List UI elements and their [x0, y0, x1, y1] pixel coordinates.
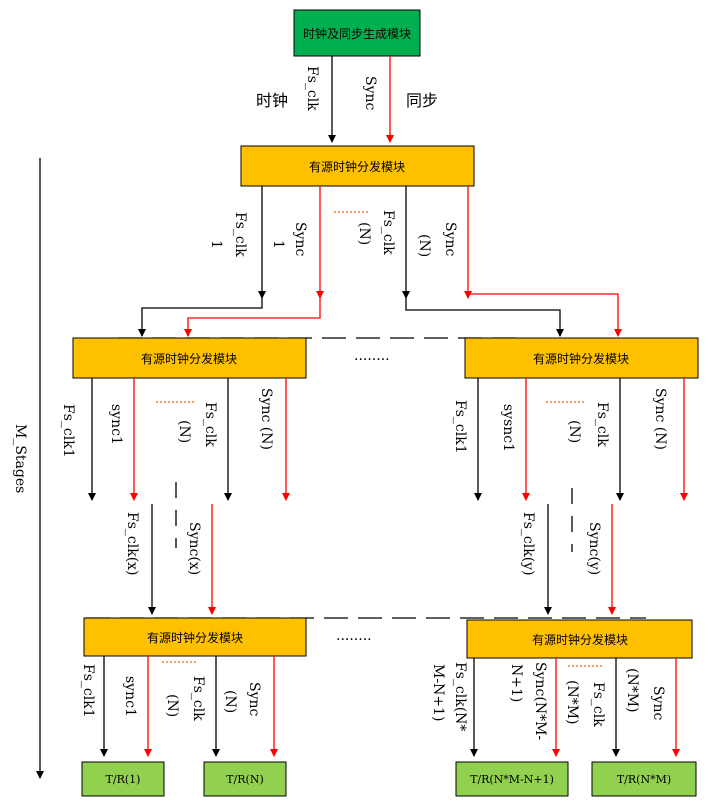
l2l-fs-clkN-index: (N) — [176, 420, 192, 443]
level3-ellipsis: ........ — [336, 628, 372, 644]
top-clock-cn-label: 时钟 — [256, 91, 288, 110]
route-clkN-to-right — [405, 298, 564, 337]
l3r-sync-label-line2: N+1) — [508, 664, 524, 702]
clock-sync-generator-label: 时钟及同步生成模块 — [303, 26, 411, 41]
l2r-fs-clk1-label: Fs_clk1 — [452, 400, 468, 454]
l3l-syncN-index: (N) — [222, 690, 238, 713]
tr-box-1 — [81, 761, 165, 797]
route-syncN-to-right — [467, 293, 622, 337]
distribution-box-level1-label: 有源时钟分发模块 — [309, 159, 405, 174]
l1-syncN-label: Sync — [442, 222, 458, 257]
route-sync1-to-left — [184, 298, 321, 337]
route-clk1-to-left — [138, 298, 263, 337]
l1-fs-clkN-label: Fs_clk — [380, 210, 396, 255]
l2l-sync1-label: sync1 — [108, 404, 124, 445]
tr-box-nm — [591, 761, 697, 797]
l1-syncN-index: (N) — [416, 234, 432, 257]
l3r-fs-clkNM-index: (N*M) — [564, 680, 580, 725]
distribution-box-level3-right — [466, 619, 693, 659]
tr-box-nm-n1-label: T/R(N*M-N+1) — [470, 773, 554, 786]
mid-right-sync-label: Sync(y) — [586, 522, 602, 575]
l1-fs-clkN-index: (N) — [356, 222, 372, 245]
l2l-fs-clk1-label: Fs_clk1 — [60, 404, 76, 458]
l3r-syncNM-label: Sync — [650, 686, 666, 721]
mid-right-fs-clk-label: Fs_clk(y) — [520, 512, 536, 576]
tr-box-nm-label: T/R(N*M) — [617, 773, 671, 786]
distribution-box-level3-left-label: 有源时钟分发模块 — [147, 630, 243, 645]
level2-ellipsis: ........ — [354, 348, 390, 364]
l3r-fs-clk-label-line2: M-N+1) — [430, 664, 446, 721]
l3r-fs-clkNM-label: Fs_clk — [590, 682, 606, 727]
l3l-syncN-label: Sync — [246, 682, 262, 717]
tr-box-n — [203, 761, 287, 797]
distribution-box-level2-right-label: 有源时钟分发模块 — [533, 351, 629, 366]
stages-label: M_Stages — [12, 424, 28, 493]
tr-box-n-label: T/R(N) — [226, 773, 264, 786]
l3r-fs-clk-label: Fs_clk(N* — [452, 662, 468, 731]
top-fs-clk-label: Fs_clk — [304, 66, 320, 111]
mid-left-fs-clk-label: Fs_clk(x) — [124, 512, 140, 576]
l3l-fs-clkN-label: Fs_clk — [190, 676, 206, 721]
distribution-box-level1 — [240, 145, 475, 187]
l1-fs-clk1-label: Fs_clk — [232, 212, 248, 257]
l2l-fs-clkN-label: Fs_clk — [202, 402, 218, 447]
distribution-box-level3-right-label: 有源时钟分发模块 — [532, 632, 628, 647]
l2l-syncN-label: Sync (N) — [258, 388, 274, 450]
l2r-fs-clkN-label: Fs_clk — [594, 402, 610, 447]
l2r-fs-clkN-index: (N) — [566, 420, 582, 443]
l3r-sync-label: Sync(N*M- — [532, 662, 548, 740]
clock-sync-generator-box — [293, 9, 421, 57]
top-sync-cn-label: 同步 — [406, 91, 438, 110]
distribution-box-level2-left-label: 有源时钟分发模块 — [141, 351, 237, 366]
l3r-syncNM-index: (N*M) — [624, 668, 640, 713]
top-sync-label: Sync — [362, 76, 378, 111]
l3l-sync1-label: sync1 — [122, 676, 138, 717]
tr-box-1-label: T/R(1) — [106, 773, 141, 786]
distribution-box-level2-right — [464, 337, 699, 379]
l2r-syncN-label: Sync (N) — [652, 388, 668, 450]
l2r-sync1-label: sysnc1 — [500, 404, 516, 452]
tr-box-nm-n1 — [455, 761, 569, 797]
l1-sync1-index: 1 — [270, 240, 286, 249]
mid-left-sync-label: Sync(x) — [186, 522, 202, 575]
l1-sync1-label: Sync — [292, 222, 308, 257]
l3l-fs-clk1-label: Fs_clk1 — [80, 664, 96, 718]
l3l-fs-clkN-index: (N) — [164, 694, 180, 717]
distribution-box-level3-left — [83, 617, 307, 657]
distribution-box-level2-left — [72, 337, 307, 379]
l1-fs-clk1-index: 1 — [208, 240, 224, 249]
